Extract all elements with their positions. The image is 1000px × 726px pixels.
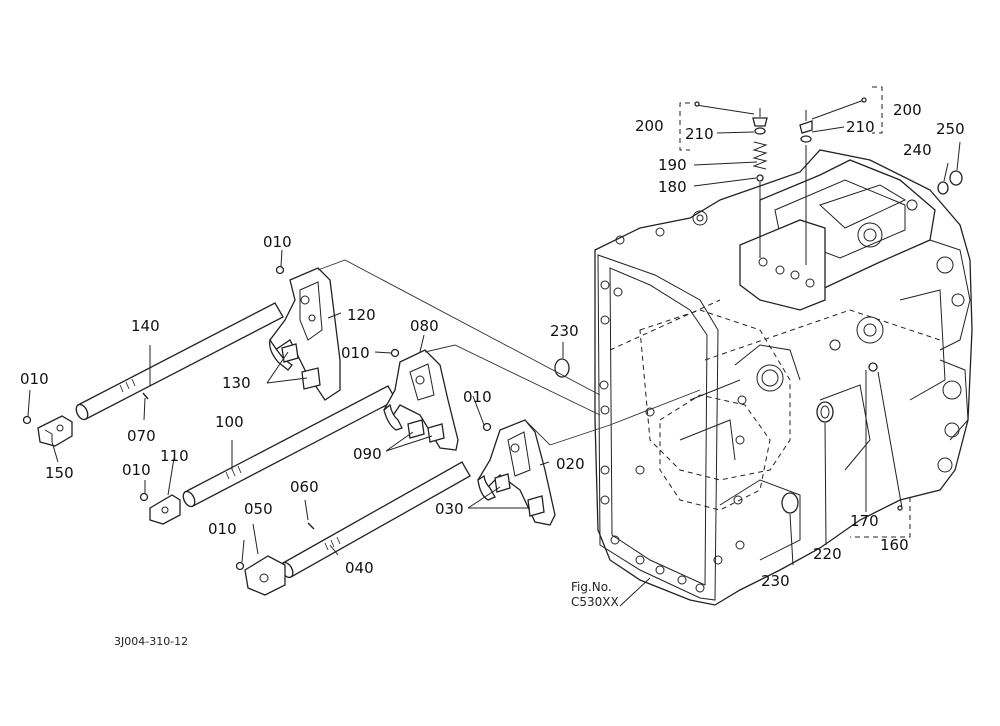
label-190: 190 (658, 156, 687, 174)
label-230: 230 (761, 572, 790, 590)
shift-block-150 (37, 415, 73, 447)
washer-210-right (800, 135, 812, 143)
label-010: 010 (263, 233, 292, 251)
label-160: 160 (880, 536, 909, 554)
label-110: 110 (160, 447, 189, 465)
label-210: 210 (685, 125, 714, 143)
label-170: 170 (850, 512, 879, 530)
fig-ref-line2: C530XX (571, 595, 619, 609)
shift-block-050 (244, 555, 286, 596)
drawing-code: 3J004-310-12 (114, 635, 188, 648)
label-210: 210 (846, 118, 875, 136)
nut-250 (949, 170, 963, 186)
leader-lines (27, 86, 961, 607)
label-150: 150 (45, 464, 74, 482)
seal-220 (816, 401, 834, 423)
label-120: 120 (347, 306, 376, 324)
label-030: 030 (435, 500, 464, 518)
label-240: 240 (903, 141, 932, 159)
flange-bolt-holes (599, 227, 747, 593)
label-060: 060 (290, 478, 319, 496)
label-090: 090 (353, 445, 382, 463)
label-050: 050 (244, 500, 273, 518)
label-010: 010 (341, 344, 370, 362)
label-230: 230 (550, 322, 579, 340)
set-bolts-010 (22, 265, 492, 571)
label-180: 180 (658, 178, 687, 196)
label-250: 250 (936, 120, 965, 138)
plug-200-left (752, 117, 768, 127)
label-010: 010 (20, 370, 49, 388)
label-080: 080 (410, 317, 439, 335)
fork-shoes-090 (407, 419, 445, 443)
shift-shaft-140 (75, 302, 284, 421)
label-010: 010 (208, 520, 237, 538)
fig-ref-line1: Fig.No. (571, 580, 612, 594)
transmission-case (594, 149, 973, 606)
pin-060 (307, 522, 315, 530)
label-220: 220 (813, 545, 842, 563)
fork-shoes-130 (281, 343, 321, 390)
label-130: 130 (222, 374, 251, 392)
pin-070 (142, 392, 149, 400)
label-070: 070 (127, 427, 156, 445)
detent-ball-180 (756, 174, 764, 182)
plug-200-right (799, 120, 813, 134)
detent-spring-190 (752, 141, 768, 170)
label-020: 020 (556, 455, 585, 473)
bolt-170 (868, 362, 878, 372)
label-100: 100 (215, 413, 244, 431)
label-010: 010 (463, 388, 492, 406)
part-number-labels: 010 120 080 010 140 130 010 010 070 100 … (20, 101, 965, 648)
label-140: 140 (131, 317, 160, 335)
label-010: 010 (122, 461, 151, 479)
washer-210-left (754, 127, 766, 135)
o-ring-230-upper (554, 358, 570, 378)
label-200: 200 (635, 117, 664, 135)
shift-block-110 (149, 494, 181, 525)
label-040: 040 (345, 559, 374, 577)
label-200: 200 (893, 101, 922, 119)
o-ring-230-lower (781, 492, 799, 514)
washer-240 (937, 181, 949, 195)
